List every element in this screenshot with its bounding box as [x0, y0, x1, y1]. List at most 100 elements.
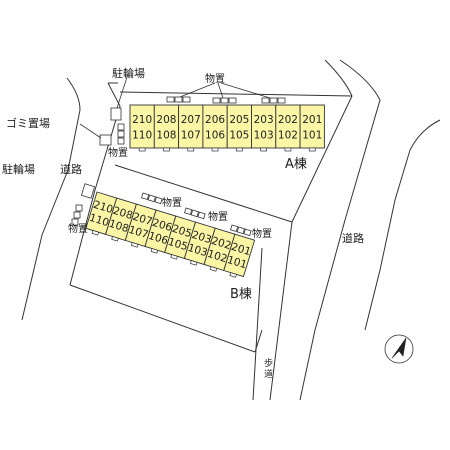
garbage-area-box: [99, 134, 112, 146]
building-b-unit-upper-number: 201: [230, 241, 253, 258]
road-right-outer: [364, 119, 441, 331]
building-b-unit-upper-number: 208: [111, 205, 134, 222]
building-b-unit-lower-number: 106: [147, 230, 170, 247]
building-b-unit-entrance: [229, 272, 237, 278]
label-storage-b-3: 物置: [252, 227, 272, 240]
building-a-unit-entrance: [138, 147, 146, 152]
building-a-unit-entrance: [308, 147, 316, 152]
road-right-top-curve: [324, 59, 353, 97]
label-storage-left-b: 物置: [68, 222, 88, 235]
building-b-unit-lower-number: 103: [186, 242, 209, 259]
label-sidewalk-1: 歩: [264, 357, 273, 369]
building-b-unit-lower-number: 105: [167, 236, 190, 253]
storage-sheds: [71, 96, 286, 237]
storage-a-group-1: [166, 96, 191, 103]
road-edge-left-outer: [21, 77, 81, 321]
lot-edge-bottom: [69, 284, 256, 353]
building-a-unit-upper-number: 203: [254, 114, 274, 126]
storage-b-group-1: [141, 192, 163, 205]
building-a-unit-upper-number: 206: [205, 114, 225, 126]
building-b-unit-entrance: [209, 266, 218, 272]
building-a-unit-entrance: [260, 147, 267, 152]
north-arrow-icon: [384, 334, 414, 364]
building-a-unit-upper-number: 201: [302, 114, 322, 126]
building-b-unit-lower-number: 102: [206, 248, 229, 265]
building-b-unit-entrance: [91, 230, 100, 236]
bicycle-parking-left-box: [80, 183, 96, 199]
storage-a-group-3: [261, 97, 286, 104]
building-b-unit-upper-number: 207: [131, 211, 154, 228]
building-b-unit-entrance: [190, 260, 198, 266]
building-a-unit-entrance: [187, 147, 195, 152]
sidewalk-edge-inner: [252, 247, 263, 401]
building-a-unit-lower-number: 101: [302, 130, 322, 142]
bicycle-parking-top-box: [110, 107, 122, 121]
building-a-unit-entrance: [284, 147, 292, 152]
building-b-unit-upper-number: 203: [190, 229, 213, 246]
building-b-unit-upper-number: 210: [92, 199, 115, 216]
building-b-unit-lower-number: 108: [107, 218, 130, 235]
road-right-inner: [299, 59, 381, 401]
storage-b-group-3: [230, 224, 252, 237]
storage-left-a: [117, 123, 125, 145]
label-building-a: A棟: [285, 157, 307, 172]
building-a-unit-lower-number: 107: [181, 130, 201, 142]
building-b-unit-upper-number: 206: [151, 217, 174, 234]
building-b-unit-upper-number: 205: [171, 223, 194, 240]
building-b-unit-entrance: [130, 242, 139, 248]
building-a-unit-entrance: [163, 147, 170, 152]
building-a-unit-upper-number: 207: [181, 114, 201, 126]
label-storage-b-1: 物置: [162, 196, 182, 209]
label-road-left: 道路: [60, 162, 82, 176]
building-b-unit-entrance: [111, 236, 119, 242]
leader-lines: [79, 73, 271, 139]
building-a-unit-lower-number: 110: [132, 130, 152, 142]
label-storage-b-2: 物置: [208, 210, 228, 223]
storage-left-b: [71, 204, 83, 226]
building-b-unit-lower-number: 107: [127, 224, 150, 241]
label-garbage-area: ゴミ置場: [6, 116, 50, 130]
lot-edge-left: [69, 82, 121, 286]
lot-edge-right: [291, 95, 353, 223]
label-road-right: 道路: [342, 231, 364, 245]
label-storage-top-a: 物置: [205, 72, 225, 85]
building-b-unit-lower-number: 110: [88, 212, 111, 229]
label-building-b: B棟: [230, 287, 252, 302]
building-a-unit-upper-number: 205: [229, 114, 249, 126]
building-a-unit-lower-number: 103: [254, 130, 274, 142]
building-a-unit-upper-number: 210: [132, 114, 152, 126]
sidewalk-edge-outer: [269, 221, 293, 401]
label-bicycle-parking-left: 駐輪場: [2, 162, 35, 176]
building-a-unit-entrance: [211, 147, 219, 152]
building-a-unit-upper-number: 202: [278, 114, 298, 126]
label-bicycle-parking-top: 駐輪場: [112, 66, 145, 80]
building-a: 2101102081082071072061062051052031032021…: [129, 104, 325, 152]
road-lines: [21, 59, 441, 401]
building-b-unit-entrance: [150, 248, 159, 254]
label-sidewalk-2: 道: [264, 368, 273, 380]
building-a-unit-lower-number: 108: [156, 130, 176, 142]
building-a-unit-lower-number: 105: [229, 130, 249, 142]
building-b-unit-entrance: [170, 254, 178, 260]
storage-b-group-2: [184, 207, 206, 220]
building-a-unit-lower-number: 102: [278, 130, 298, 142]
building-b-unit-upper-number: 202: [210, 235, 233, 252]
label-storage-left-a: 物置: [108, 146, 128, 159]
